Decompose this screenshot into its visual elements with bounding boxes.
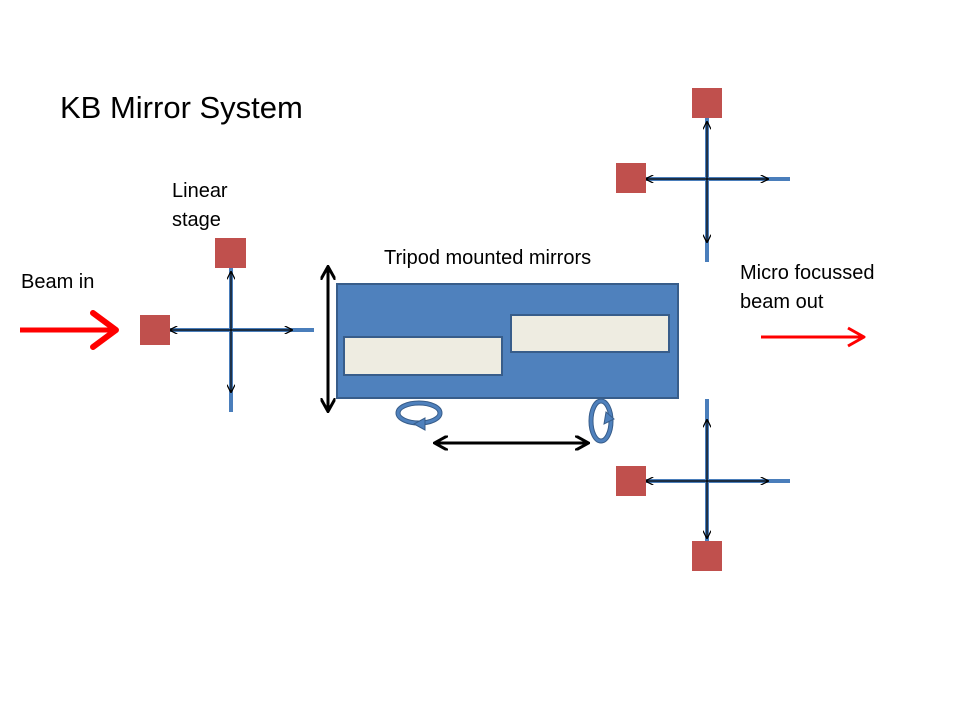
stage-block-top	[692, 88, 722, 118]
linear-stage-left	[140, 238, 314, 412]
beam-in-label: Beam in	[21, 271, 95, 293]
stage-block-left	[616, 466, 646, 496]
rotation-arrow-icon	[395, 400, 443, 431]
mirror-first	[343, 336, 503, 376]
beam-out-label-line1: Micro focussed	[740, 262, 875, 284]
rotation-arrow-icon-tilt	[588, 398, 615, 444]
page-title: KB Mirror System	[60, 90, 303, 125]
tripod-label: Tripod mounted mirrors	[384, 247, 592, 269]
stage-block-left	[616, 163, 646, 193]
stage-block-bottom	[692, 541, 722, 571]
linear-stage-label-line2: stage	[172, 209, 221, 231]
linear-stage-top-right	[616, 88, 790, 262]
beam-in-arrow	[20, 310, 119, 350]
linear-stage-label-line1: Linear	[172, 180, 228, 202]
stage-block-left	[140, 315, 170, 345]
beam-out-arrow	[761, 326, 866, 348]
linear-stage-bottom-right	[616, 399, 790, 571]
beam-out-label-line2: beam out	[740, 291, 824, 313]
stage-block-top	[215, 238, 246, 268]
tripod-assembly	[336, 283, 679, 399]
mirror-second	[510, 314, 670, 353]
